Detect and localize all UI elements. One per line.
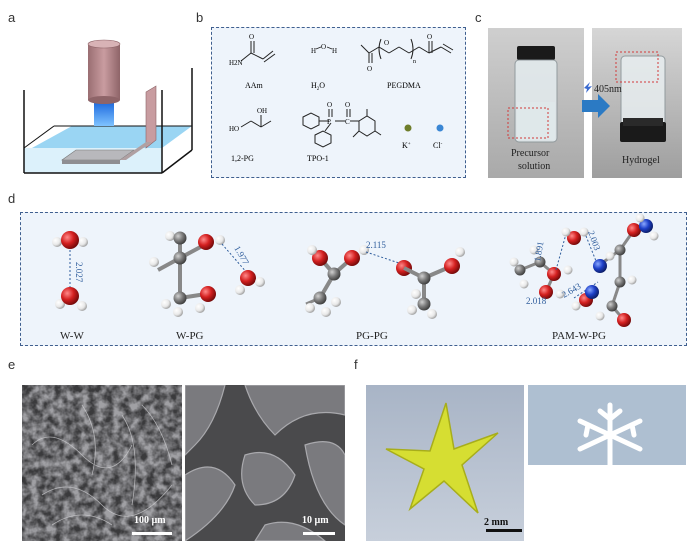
panel-label-a: a [8,10,16,25]
pgpg-model [305,245,465,319]
pamwpg-label: PAM-W-PG [552,330,606,342]
water-o: O [321,43,326,51]
wpg-label: W-PG [176,330,204,342]
star-shape [385,402,499,514]
panel-label-c: c [475,10,482,25]
water-h1: H [311,47,316,55]
precursor-caption-line1: Precursor [511,148,550,159]
pg-label: 1,2-PG [231,154,254,163]
sem-image-low-mag [22,385,182,541]
hydrogel-caption: Hydrogel [622,155,660,166]
hydrogen-bond-models: 2.027 1.977 [52,213,659,327]
pgpg-label: PG-PG [356,330,388,342]
aam-amine-label: H2N [229,59,243,67]
chloride-ion-icon [436,124,444,132]
chemical-structures: H2N O AAm H O H H2O O O O n PEGDMA HO OH… [229,33,454,163]
pg-oh: OH [257,107,267,115]
pegdma-n: n [413,59,416,65]
aam-label: AAm [245,81,264,90]
potassium-ion-icon [404,124,412,132]
scale-label-left: 100 µm [134,515,166,526]
printed-snowflake-photo [528,385,686,541]
water-h2: H [332,47,337,55]
aam-oxygen-label: O [249,33,254,41]
scale-label-star: 2 mm [484,517,509,528]
scale-label-right: 10 µm [302,515,329,526]
wavelength-label: 405nm [594,84,622,95]
pegdma-o3: O [427,33,432,41]
pgpg-distance: 2.115 [366,240,386,250]
tpo-label: TPO-1 [307,154,329,163]
printed-star-photo [366,385,524,541]
ww-distance: 2.027 [74,262,84,283]
panel-label-f: f [354,357,358,372]
pamwpg-model [509,213,659,327]
sem-image-high-mag [185,385,345,541]
ww-label: W-W [60,330,84,342]
wpg-distance: 1.977 [232,244,251,267]
tpo-p: P [327,118,331,126]
wpg-model [149,231,265,317]
chloride-label: Cl- [433,141,443,150]
pamwpg-distance-d: 2.018 [526,296,547,306]
pamwpg-distance-a: 1.891 [532,241,545,263]
pg-ho: HO [229,125,239,133]
ww-model [52,231,88,311]
water-label: H2O [311,81,325,92]
pamwpg-distance-c: 2.643 [560,281,583,300]
scale-bar-right [303,532,335,535]
scale-bar-star [486,529,522,532]
tpo-c: C [345,118,350,126]
potassium-label: K+ [402,141,411,150]
tpo-o1: O [327,101,332,109]
precursor-caption-line2: solution [518,161,551,172]
panel-label-d: d [8,191,16,206]
scale-bar-left [132,532,172,535]
printer-setup-illustration [23,39,193,174]
pegdma-o2: O [384,39,389,47]
tpo-o2: O [345,101,350,109]
panel-label-e: e [8,357,16,372]
pamwpg-distance-b: 2.003 [586,229,602,252]
pegdma-o1: O [367,65,372,73]
snowflake-shape [577,402,643,468]
vial-photo [486,26,684,180]
light-bolt-icon [584,82,592,93]
panel-label-b: b [196,10,204,25]
pegdma-label: PEGDMA [387,81,421,90]
